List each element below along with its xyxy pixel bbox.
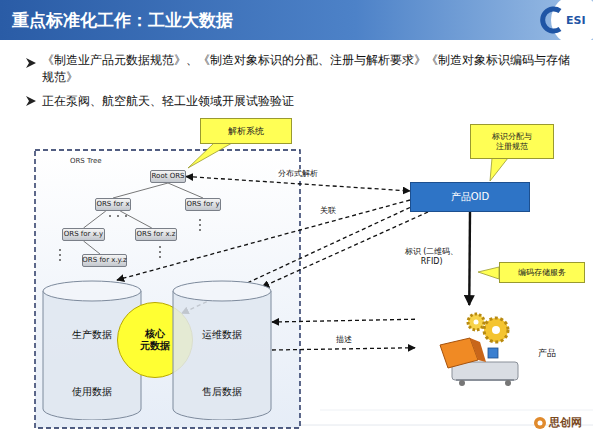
node-text: Root ORS — [152, 172, 185, 180]
tree-label: ORS Tree — [70, 157, 102, 167]
server-node: ORS for x.z — [135, 228, 177, 241]
tree-link — [120, 211, 152, 228]
node-text: 生产数据 — [72, 329, 112, 341]
server-node: Root ORS — [150, 170, 186, 183]
watermark-icon — [534, 417, 546, 429]
product-area: 产品 — [415, 305, 570, 400]
node-text: ORS for x.z — [137, 230, 176, 238]
tree-link — [113, 183, 168, 198]
node-text: 核心 元数据 — [139, 328, 172, 352]
node-text: 使用数据 — [72, 386, 112, 398]
header-bar — [0, 0, 593, 40]
logo-disc — [551, 0, 593, 45]
template-line — [320, 410, 593, 411]
node-text: ORS for x.y.z — [82, 256, 126, 264]
callout-tail — [478, 267, 499, 279]
callout-tail — [188, 143, 232, 168]
server-node: ORS for y — [185, 198, 221, 211]
server-node: ORS for x — [95, 198, 131, 211]
node-text: ORS for x — [96, 200, 129, 208]
edge-label: 关联 — [318, 206, 338, 216]
server-node: ORS for x.y.z — [82, 254, 127, 267]
callout-box: 标识分配与 注册规范 — [470, 124, 554, 159]
node-text: 解析系统 — [228, 126, 264, 137]
cylinder-top — [173, 281, 271, 301]
solid-arrow — [468, 212, 471, 305]
node-text: 售后数据 — [202, 386, 242, 398]
tree-link — [84, 211, 106, 228]
edge-label: 标识 (二维码、RFID) — [399, 247, 465, 267]
edge-label: 分布式解析 — [276, 169, 320, 179]
node-text: 标识分配与 注册规范 — [491, 132, 533, 151]
bullet-arrow — [26, 58, 36, 68]
node-text: 运维数据 — [202, 329, 242, 341]
server-node: ORS for x.y — [62, 228, 105, 241]
callout-box: 编码存储服务 — [499, 262, 585, 283]
cylinder-body — [173, 291, 271, 420]
tree-ellipsis — [59, 215, 201, 261]
watermark: 思创网 — [549, 415, 582, 430]
node-text: 产品OID — [451, 191, 490, 203]
cylinder-outline — [172, 280, 272, 420]
dashed-arrow — [272, 319, 415, 322]
tree-link — [84, 241, 101, 254]
bullet-text: 《制造业产品元数据规范》、《制造对象标识的分配、注册与解析要求》《制造对象标识编… — [42, 52, 572, 86]
region-border — [35, 150, 300, 428]
node-text: 产品 — [538, 348, 556, 359]
node-text: 编码存储服务 — [518, 268, 566, 278]
oid-box: 产品OID — [410, 182, 530, 212]
dashed-arrow — [272, 348, 415, 350]
bullet-text: 正在泵阀、航空航天、轻工业领域开展试验验证 — [42, 93, 572, 110]
logo-ring — [543, 9, 560, 31]
edge-label: 描述 — [334, 335, 354, 345]
callout-box: 解析系统 — [200, 118, 292, 144]
node-text: ORS for x.y — [64, 230, 103, 238]
callout-tail — [490, 158, 508, 181]
product-illustration — [440, 314, 518, 386]
bullet-arrow — [26, 96, 36, 106]
node-text: ORS for y — [186, 200, 219, 208]
tree-link — [168, 183, 203, 198]
logo-text: ESI — [566, 13, 586, 28]
dashed-arrow — [117, 200, 410, 280]
cylinder-top — [43, 281, 141, 301]
slide-title: 重点标准化工作：工业大数据 — [12, 9, 233, 32]
database-cylinder: 运维数据售后数据 — [172, 280, 272, 420]
